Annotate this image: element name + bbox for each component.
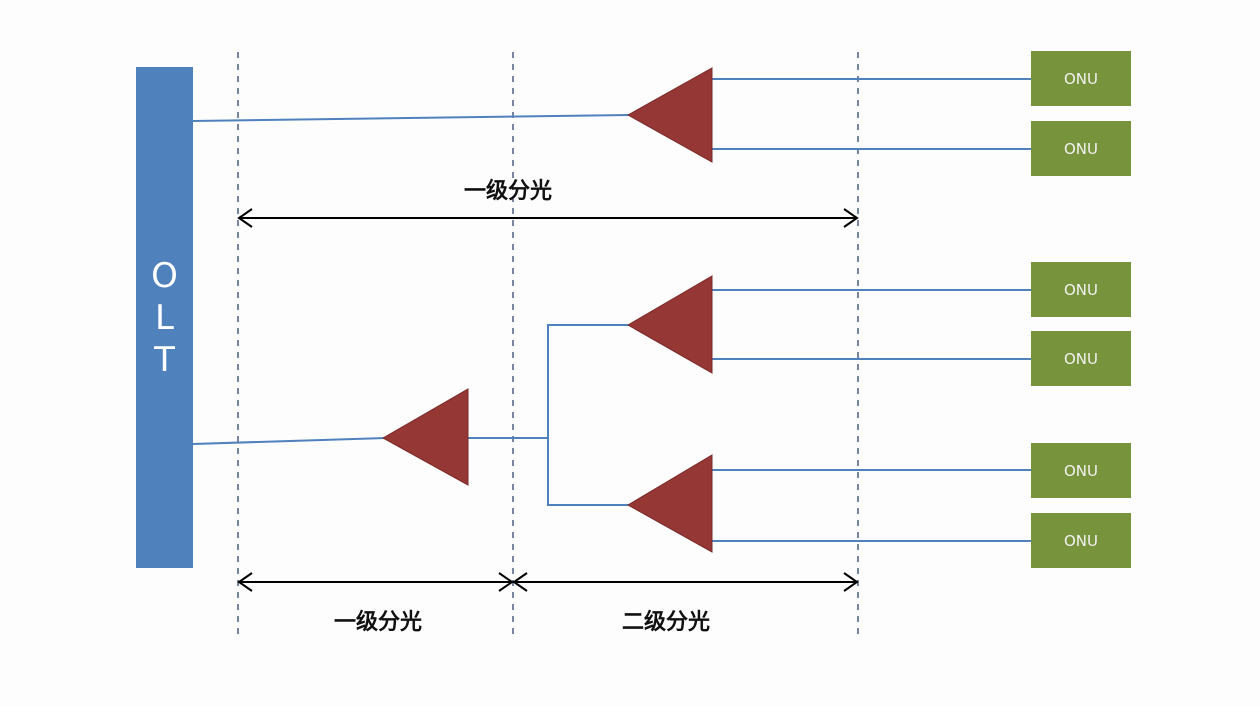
- label-bottom-second-level-split: 二级分光: [621, 610, 711, 635]
- olt-block: O L T: [136, 67, 193, 568]
- onu-box-6: ONU: [1031, 513, 1131, 568]
- dimension-arrows: [237, 208, 859, 592]
- onu-box-1: ONU: [1031, 51, 1131, 106]
- splitters: [381, 67, 713, 553]
- olt-letter-o: O: [151, 255, 178, 296]
- arrowhead-bottom-left-left: [237, 572, 253, 592]
- onu-box-3: ONU: [1031, 262, 1131, 317]
- onu-box-5: ONU: [1031, 443, 1131, 498]
- arrowhead-top-left: [237, 208, 253, 228]
- arrowhead-bottom-left-right: [498, 572, 514, 592]
- splitter-icon-top: [626, 67, 713, 163]
- fiber-olt-to-top-splitter: [192, 114, 631, 122]
- splitter-icon-bottom-secondary-lower: [626, 454, 713, 553]
- label-bottom-first-level-split: 一级分光: [333, 610, 423, 635]
- label-top-first-level-split: 一级分光: [463, 179, 553, 204]
- onu-box-4: ONU: [1031, 331, 1131, 386]
- fiber-lines: [192, 78, 1031, 542]
- splitter-icon-bottom-primary: [381, 388, 469, 486]
- olt-letter-t: T: [154, 339, 175, 380]
- arrowhead-bottom-right-right: [843, 572, 859, 592]
- fiber-olt-to-primary-splitter: [192, 437, 386, 445]
- arrowhead-bottom-right-left: [512, 572, 528, 592]
- olt-letter-l: L: [155, 297, 174, 338]
- arrowhead-top-right: [843, 208, 859, 228]
- splitter-icon-bottom-secondary-upper: [627, 275, 713, 374]
- onu-box-2: ONU: [1031, 121, 1131, 176]
- fiber-junction-branches: [547, 324, 630, 506]
